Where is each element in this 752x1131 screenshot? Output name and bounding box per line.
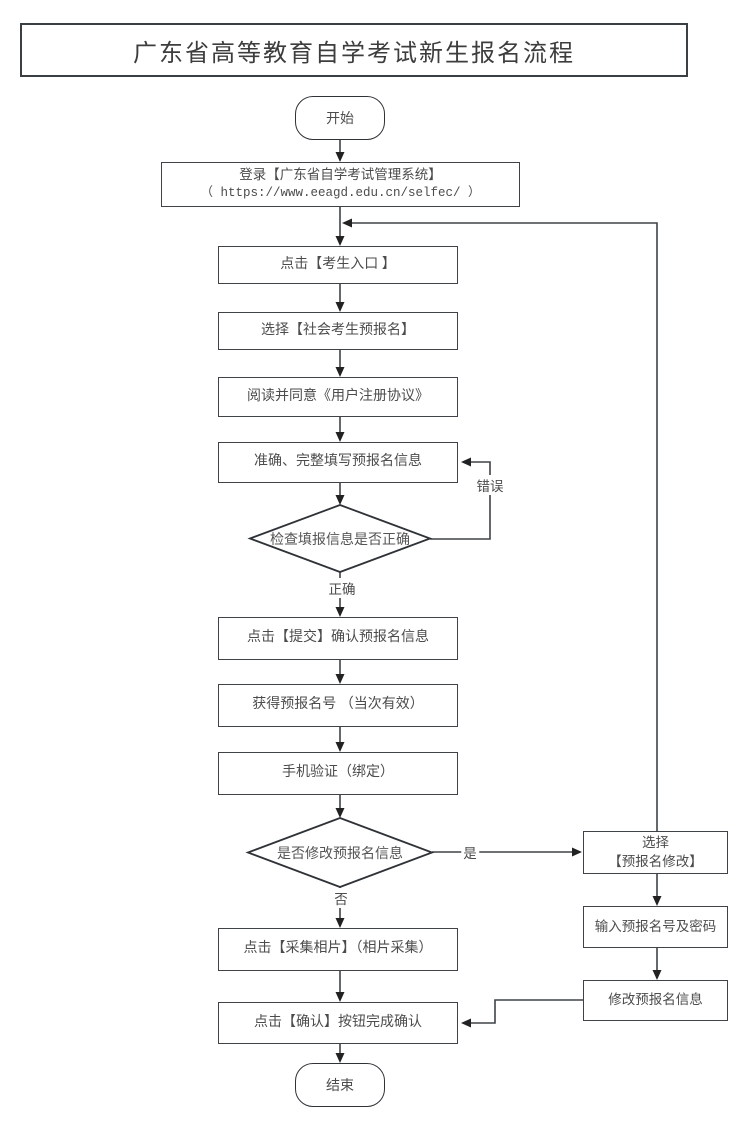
step-login-url: （ https://www.eeagd.edu.cn/selfec/ ） (200, 186, 481, 201)
decision-check-info-diamond (247, 504, 433, 573)
step-choose-prereg: 选择【社会考生预报名】 (218, 312, 458, 350)
flowchart-title: 广东省高等教育自学考试新生报名流程 (20, 23, 688, 77)
step-login: 登录【广东省自学考试管理系统】 （ https://www.eeagd.edu.… (161, 162, 520, 207)
step-fill-info-label: 准确、完整填写预报名信息 (254, 454, 422, 470)
connector-modify-return (352, 222, 658, 831)
step-choose-modify-line1: 选择 (642, 835, 669, 851)
step-choose-modify: 选择 【预报名修改】 (583, 831, 728, 874)
arrow-into-confirm (335, 992, 345, 1002)
arrow-into-check (335, 495, 345, 505)
step-confirm-label: 点击【确认】按钮完成确认 (254, 1014, 422, 1030)
step-input-credentials-label: 输入预报名号及密码 (594, 918, 717, 934)
step-candidate-entry: 点击【考生入口 】 (218, 246, 458, 284)
step-candidate-entry-label: 点击【考生入口 】 (280, 256, 396, 272)
start-node: 开始 (295, 96, 385, 140)
step-choose-prereg-label: 选择【社会考生预报名】 (261, 322, 415, 338)
step-photo: 点击【采集相片】（相片采集） (218, 928, 458, 971)
step-get-number-label: 获得预报名号 （当次有效） (252, 697, 424, 713)
step-confirm: 点击【确认】按钮完成确认 (218, 1002, 458, 1044)
connector-modify-confirm (471, 999, 583, 1024)
edge-label-no: 否 (332, 888, 350, 908)
edge-label-error: 错误 (474, 475, 506, 495)
arrow-modify-into-confirm (461, 1018, 471, 1028)
arrow-into-choose (335, 302, 345, 312)
step-modify-info-label: 修改预报名信息 (608, 992, 703, 1008)
decision-modify-label: 是否修改预报名信息 (277, 847, 403, 862)
arrow-into-login (335, 152, 345, 162)
step-get-number: 获得预报名号 （当次有效） (218, 684, 458, 727)
end-node: 结束 (295, 1063, 385, 1107)
arrow-yes-into-choosemodify (572, 847, 582, 857)
step-choose-modify-line2: 【预报名修改】 (608, 853, 703, 869)
step-fill-info: 准确、完整填写预报名信息 (218, 442, 458, 483)
step-submit-label: 点击【提交】确认预报名信息 (247, 630, 429, 646)
connector-error-loop (430, 461, 491, 540)
step-input-credentials: 输入预报名号及密码 (583, 906, 728, 948)
arrowheads (335, 152, 662, 1063)
arrow-into-phone (335, 742, 345, 752)
step-phone-verify-label: 手机验证（绑定） (282, 765, 394, 781)
step-phone-verify: 手机验证（绑定） (218, 752, 458, 795)
arrow-into-entry (335, 236, 345, 246)
step-agreement: 阅读并同意《用户注册协议》 (218, 377, 458, 417)
arrow-into-agreement (335, 367, 345, 377)
arrow-into-input (652, 896, 662, 906)
step-photo-label: 点击【采集相片】（相片采集） (243, 941, 433, 957)
flowchart-title-text: 广东省高等教育自学考试新生报名流程 (133, 40, 575, 67)
arrow-into-decision (335, 808, 345, 818)
step-login-line1: 登录【广东省自学考试管理系统】 (239, 167, 442, 183)
arrow-junction-left (342, 218, 352, 228)
decision-modify-diamond (245, 817, 435, 888)
step-agreement-label: 阅读并同意《用户注册协议》 (247, 388, 429, 404)
arrow-into-end (335, 1053, 345, 1063)
decision-check-info-label: 检查填报信息是否正确 (270, 533, 410, 548)
edge-label-correct: 正确 (326, 578, 358, 598)
edge-label-yes: 是 (461, 842, 479, 862)
arrow-into-getnumber (335, 674, 345, 684)
step-submit: 点击【提交】确认预报名信息 (218, 617, 458, 660)
arrow-into-fill (335, 432, 345, 442)
end-node-label: 结束 (326, 1079, 354, 1094)
arrow-error-into-fill (461, 457, 471, 467)
arrow-into-photo (335, 918, 345, 928)
step-modify-info: 修改预报名信息 (583, 980, 728, 1021)
start-node-label: 开始 (326, 112, 354, 127)
arrow-into-submit (335, 607, 345, 617)
arrow-into-modify (652, 970, 662, 980)
